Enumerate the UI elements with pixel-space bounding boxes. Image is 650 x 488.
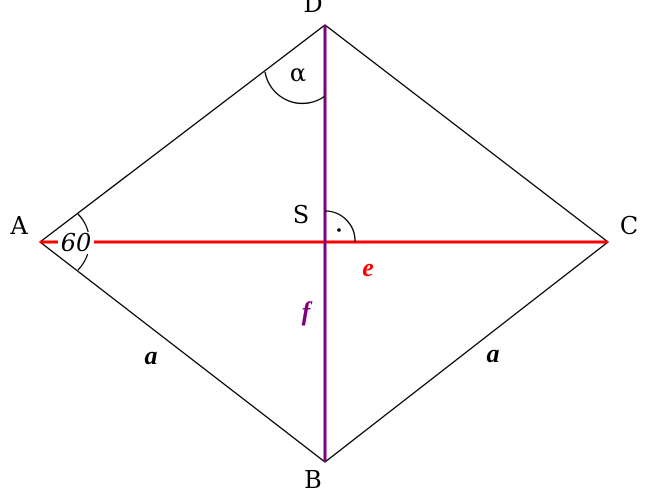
angle-label-D: α: [290, 59, 306, 87]
vertex-label-A: A: [9, 212, 28, 240]
side-a-right-label: a: [487, 339, 500, 368]
right-angle-dot: [337, 228, 341, 232]
vertex-label-B: B: [304, 466, 322, 488]
vertex-label-C: C: [620, 212, 638, 240]
center-label-S: S: [293, 201, 309, 229]
angle-label-A: 60: [61, 229, 92, 257]
vertex-label-D: D: [303, 0, 322, 18]
side-a-left-label: a: [145, 341, 158, 370]
diagonal-e-label: e: [362, 253, 374, 282]
diagonal-f-label: f: [302, 297, 313, 326]
right-angle-arc-S: [324, 210, 356, 243]
angle-arc-D: [264, 71, 326, 105]
